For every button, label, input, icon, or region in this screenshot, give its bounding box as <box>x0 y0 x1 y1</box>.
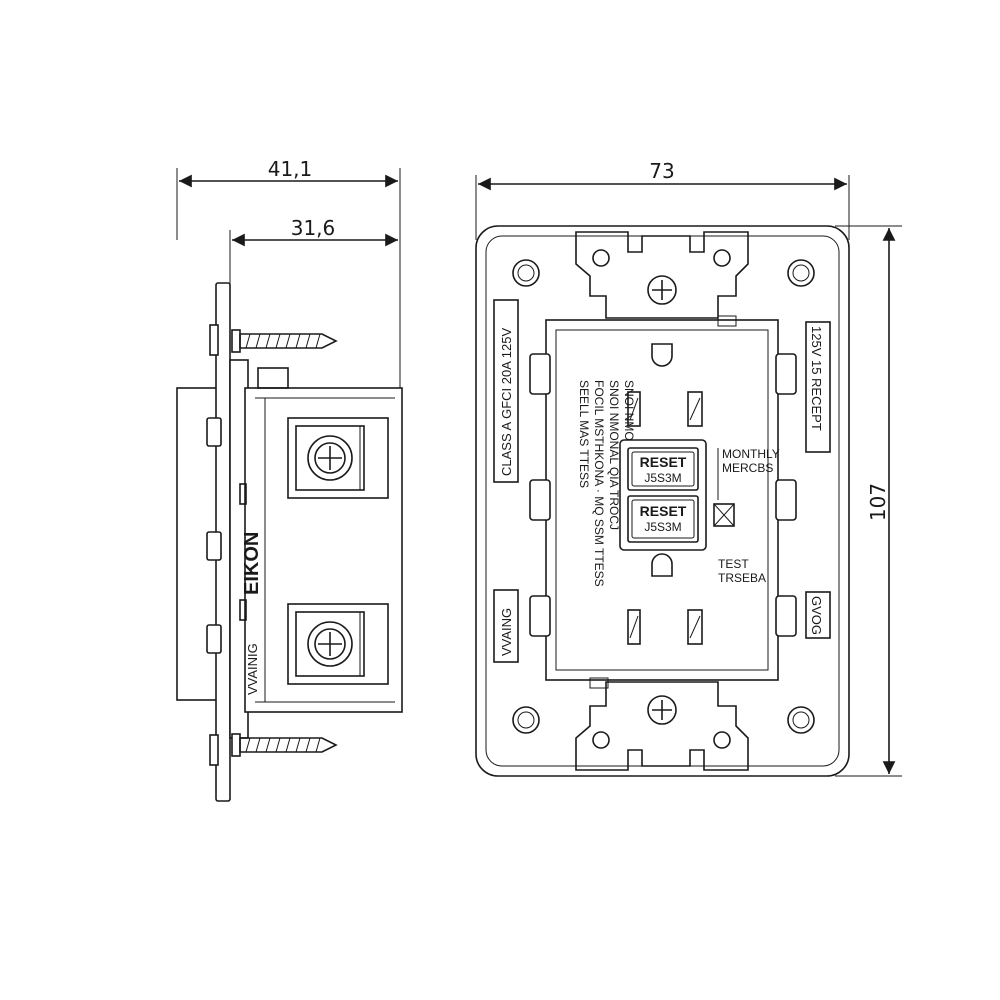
neutral-slot-icon <box>627 609 641 645</box>
left-warning-box <box>493 589 519 663</box>
right-rating-box <box>805 321 831 453</box>
dim-label-overall: 41,1 <box>268 157 313 181</box>
reset-bottom-label: RESET <box>640 503 687 519</box>
gfci-buttons: RESET J5S3M RESET J5S3M <box>619 439 707 551</box>
left-warning: VVAING <box>499 608 514 656</box>
hot-slot-icon <box>687 609 703 645</box>
outlet-top <box>627 343 703 427</box>
side-view: EIKON VVAINIG <box>176 282 403 802</box>
front-strap-top <box>575 231 749 319</box>
side-brand: EIKON <box>241 532 263 595</box>
monthly-line-2: MERCBS <box>722 461 773 475</box>
neutral-slot-icon <box>627 391 641 427</box>
ground-slot-icon <box>651 343 673 367</box>
front-strap-bottom <box>575 681 749 771</box>
test-line-1: TEST <box>718 557 749 571</box>
front-view: CLASS A GFCI 20A 125V VVAING 125V 15 REC… <box>475 225 850 777</box>
outlet-bottom <box>627 553 703 645</box>
front-dimensions: 73 107 <box>475 159 902 777</box>
dim-label-height: 107 <box>866 483 890 521</box>
left-rating-box <box>493 299 519 483</box>
dim-label-width: 73 <box>649 159 674 183</box>
reset-bottom-sub: J5S3M <box>644 520 681 534</box>
dim-label-body: 31,6 <box>291 216 336 240</box>
reset-button-bottom[interactable] <box>627 495 699 543</box>
mirrored-line-2: FOCIL MSTHKONA · MQ SSM TTESS <box>592 380 606 587</box>
reset-top-label: RESET <box>640 454 687 470</box>
mirrored-line-3: SNOI NMONAL QIA TROCJ <box>607 380 621 530</box>
right-bottom: GVOG <box>809 596 824 635</box>
left-rating: CLASS A GFCI 20A 125V <box>499 328 514 476</box>
side-warning: VVAINIG <box>245 643 260 695</box>
front-side-clips <box>529 353 797 637</box>
side-dimensions: 41,1 31,6 <box>176 157 401 400</box>
mounting-screw-top-icon <box>231 329 338 353</box>
monthly-line-1: MONTHLY <box>722 447 780 461</box>
ground-slot-icon <box>651 553 673 577</box>
side-terminal-top <box>287 417 389 499</box>
right-rating: 125V 15 RECEPT <box>809 326 824 431</box>
front-plate <box>475 225 850 777</box>
reset-top-sub: J5S3M <box>644 471 681 485</box>
indicator-light <box>713 503 735 527</box>
side-terminal-bottom <box>287 603 389 685</box>
mounting-screw-bottom-icon <box>231 733 338 757</box>
test-line-2: TRSEBA <box>718 571 766 585</box>
hot-slot-icon <box>687 391 703 427</box>
right-bottom-box <box>805 591 831 639</box>
reset-button-top[interactable] <box>627 447 699 491</box>
mirrored-line-1: SEELL MAS TTESS <box>577 380 591 488</box>
